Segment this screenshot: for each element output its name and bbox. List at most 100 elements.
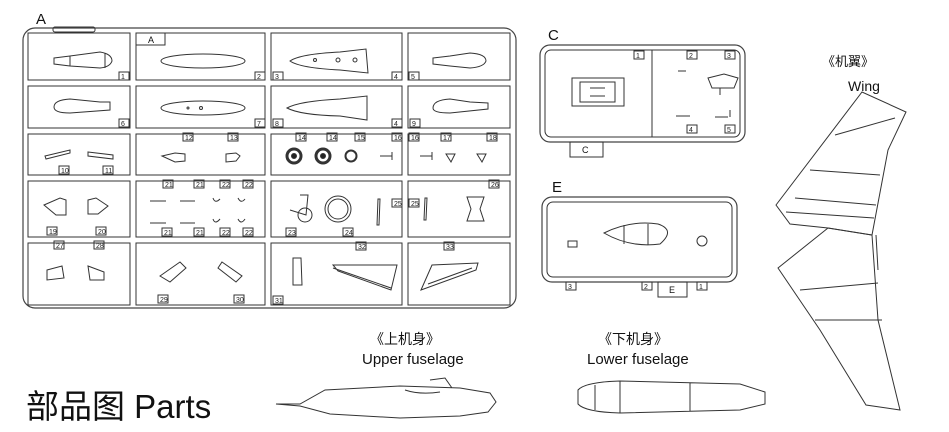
part-number-box (355, 241, 367, 251)
part-number-box (272, 118, 284, 128)
part-number: 31 (275, 298, 283, 305)
part-number: 25 (394, 201, 402, 208)
sprue-e-letter: E (552, 179, 562, 196)
part-number: 2 (257, 74, 261, 81)
part-number-box (46, 226, 58, 236)
page-title: 部品图 Parts (26, 388, 211, 425)
part-number-box (233, 294, 245, 304)
part-number: 22 (222, 182, 230, 189)
part-number-box (443, 241, 455, 251)
part-number-box (565, 281, 577, 291)
part-number-box (242, 227, 254, 237)
part-number: 6 (121, 121, 125, 128)
cockpit-tub-part (571, 77, 625, 107)
part-number-box (193, 179, 205, 189)
part-number: 21 (165, 182, 173, 189)
part-number: 3 (568, 284, 572, 291)
part-number: 1 (699, 284, 703, 291)
wing-label-en: Wing (848, 78, 880, 94)
sprue-e: E E 3 2 1 (541, 179, 738, 298)
part-number: 30 (236, 297, 244, 304)
sprue-c-tab (569, 141, 604, 158)
part-number-box (408, 198, 420, 208)
part-number-box (633, 50, 645, 60)
sprue-a-grid (27, 32, 511, 306)
part-number: 5 (411, 74, 415, 81)
part-number-box (641, 281, 653, 291)
lower-fuselage: 《下机身》 Lower fuselage (577, 331, 766, 414)
part-number: 4 (689, 127, 693, 134)
part-number: 17 (443, 135, 451, 142)
part-number: 21 (196, 230, 204, 237)
lower-fuselage-label-en: Lower fuselage (587, 351, 689, 368)
part-number-box (118, 118, 130, 128)
part-number-box (193, 227, 205, 237)
part-number: 10 (61, 168, 69, 175)
part-number: 7 (257, 121, 261, 128)
part-number: 22 (222, 230, 230, 237)
part-number-box (354, 132, 366, 142)
part-number-box (102, 165, 114, 175)
upper-fuselage-label-en: Upper fuselage (362, 351, 464, 368)
canopy-part (602, 222, 668, 246)
part-number-box (409, 118, 421, 128)
part-number-box (254, 118, 266, 128)
part-number-box (342, 227, 354, 237)
sprue-e-frame (541, 196, 738, 283)
part-number: 16 (411, 135, 419, 142)
part-number-box (686, 50, 698, 60)
part-number-box (391, 198, 403, 208)
part-number: 4 (394, 74, 398, 81)
part-number: 2 (644, 284, 648, 291)
part-number-box (58, 165, 70, 175)
part-number-box (408, 132, 420, 142)
part-number: 1 (121, 74, 125, 81)
part-number: 13 (230, 135, 238, 142)
part-number-box (272, 71, 284, 81)
part-number: 26 (491, 182, 499, 189)
sprue-a: A A (22, 11, 517, 309)
part-number-box (391, 132, 403, 142)
part-number: 19 (49, 229, 57, 236)
upper-fuselage-label-cn: 《上机身》 (370, 331, 440, 347)
part-number: 16 (394, 135, 402, 142)
part-number-box (391, 71, 403, 81)
part-number-box (219, 227, 231, 237)
part-number-box (724, 124, 736, 134)
part-number-box (242, 179, 254, 189)
part-number-box (285, 227, 297, 237)
part-number-box (440, 132, 452, 142)
part-number-box (696, 281, 708, 291)
part-number: 27 (56, 243, 64, 250)
part-number-box (157, 294, 169, 304)
part-number: 14 (329, 135, 337, 142)
part-number-box (408, 71, 420, 81)
part-number: 23 (288, 230, 296, 237)
part-number: 5 (727, 127, 731, 134)
part-number: 3 (727, 53, 731, 60)
sprue-a-code-plate (52, 26, 96, 33)
sprue-a-letter: A (36, 11, 46, 28)
lower-fuselage-drawing (577, 380, 766, 414)
wing-label-cn: 《机翼》 (822, 54, 874, 69)
part-number: 21 (164, 230, 172, 237)
part-number-box (161, 227, 173, 237)
sprue-e-tab-letter: E (669, 285, 675, 295)
sprue-e-part-numbers: 3 2 1 (565, 281, 708, 291)
upper-fuselage-drawing (275, 377, 497, 419)
sprue-a-tab (135, 32, 166, 46)
part-number: 18 (489, 135, 497, 142)
part-number: 9 (412, 121, 416, 128)
sprue-e-tab (657, 281, 688, 298)
part-number: 15 (357, 135, 365, 142)
part-number: 33 (446, 244, 454, 251)
part-number: 32 (358, 244, 366, 251)
part-number-box (93, 240, 105, 250)
part-number-box (272, 295, 284, 305)
part-number: 21 (196, 182, 204, 189)
wing: 《机翼》 Wing (775, 54, 907, 411)
part-number: 14 (298, 135, 306, 142)
